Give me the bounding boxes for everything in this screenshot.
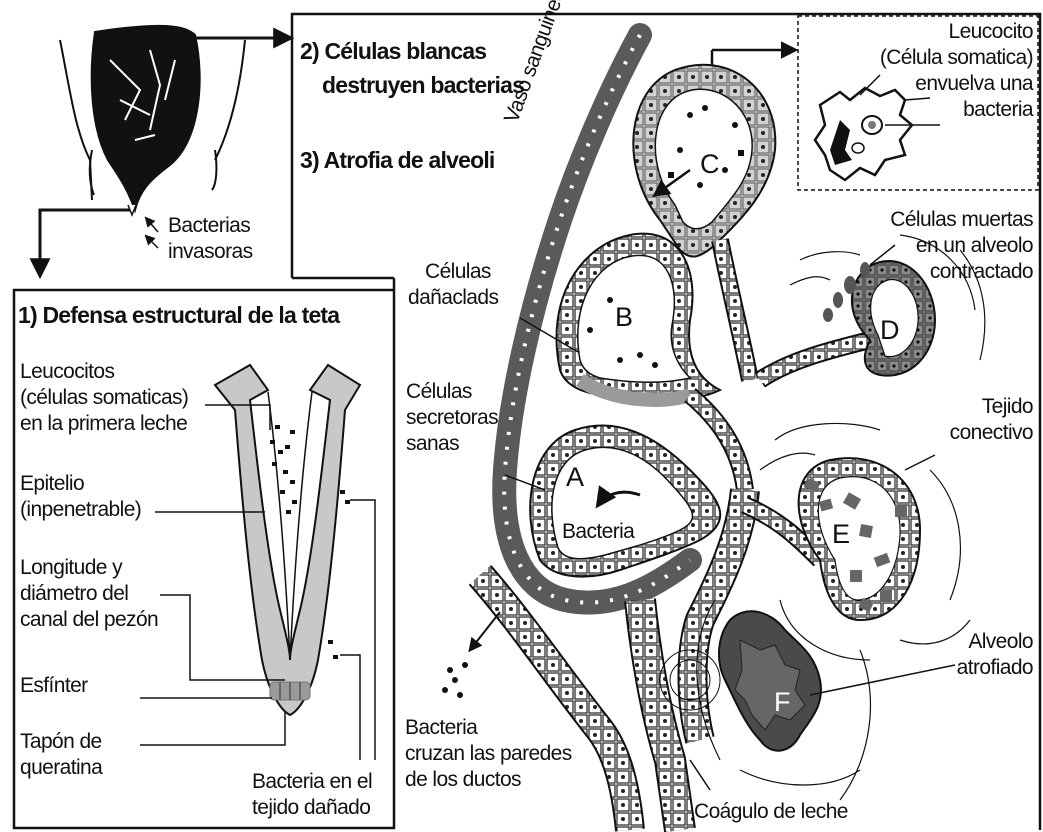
label-bacteria: Bacteria	[562, 520, 634, 544]
label-canal: canal del pezón	[20, 608, 158, 632]
label-celulas-muertas-1: Células muertas	[890, 208, 1033, 232]
heading-white-cells-line1: 2) Células blancas	[300, 38, 486, 64]
label-primera-leche: en la primera leche	[20, 412, 187, 436]
udder-panel1-arrow	[40, 210, 130, 275]
alveolus-label-f: F	[774, 690, 790, 714]
label-atrofiado: atrofiado	[957, 656, 1033, 680]
label-diametro: diámetro del	[20, 582, 128, 606]
label-leucocitos: Leucocitos	[20, 360, 114, 384]
label-bacteria-cruzan-2: cruzan las paredes	[405, 742, 572, 766]
label-queratina: queratina	[20, 756, 102, 780]
label-celulas-secretoras-1: Células	[406, 380, 472, 404]
label-epitelio: Epitelio	[20, 472, 84, 496]
heading-alveoli-atrophy: 3) Atrofia de alveoli	[300, 147, 495, 173]
label-invasoras: invasoras	[168, 240, 252, 264]
label-leucocito: Leucocito	[949, 20, 1034, 44]
heading-structural-defense: 1) Defensa estructural de la teta	[18, 302, 339, 328]
alveolus-label-e: E	[832, 522, 849, 546]
label-bacterias: Bacterias	[168, 214, 250, 238]
label-bacteria-inset: bacteria	[963, 98, 1033, 122]
label-inpenetrable: (inpenetrable)	[20, 498, 141, 522]
label-tapon: Tapón de	[20, 730, 102, 754]
label-tejido-danado: tejido dañado	[252, 796, 370, 820]
label-esfinter: Esfínter	[20, 674, 88, 698]
label-bacteria-cruzan-3: de los ductos	[405, 768, 521, 792]
alveolus-label-a: A	[566, 465, 583, 489]
label-longitude: Longitude y	[20, 556, 122, 580]
alveolus-label-b: B	[615, 305, 632, 329]
label-coagulo: Coágulo de leche	[694, 800, 848, 824]
heading-white-cells-line2: destruyen bacterias	[322, 72, 524, 98]
label-celulas-muertas-2: en un alveolo	[916, 234, 1033, 258]
label-celulas-muertas-3: contractado	[930, 260, 1033, 284]
label-tejido: Tejido	[982, 395, 1033, 419]
label-envuelva: envuelva una	[915, 72, 1033, 96]
label-alveolo: Alveolo	[968, 630, 1033, 654]
label-celulas-secretoras-2: secretoras	[406, 406, 498, 430]
alveolus-label-d: D	[880, 318, 899, 342]
label-bacteria-cruzan-1: Bacteria	[405, 716, 477, 740]
alveolus-b	[556, 234, 720, 400]
label-bacteria-en-el: Bacteria en el	[252, 770, 372, 794]
label-celulas-danadas-1: Células	[425, 260, 491, 284]
label-celulas-danadas-2: dañaclads	[408, 286, 498, 310]
label-celulas-secretoras-3: sanas	[406, 432, 459, 456]
label-celulas-somaticas: (células somaticas)	[20, 386, 188, 410]
teat-drawing	[215, 365, 360, 715]
label-celula-somatica: (Célula somatica)	[880, 46, 1033, 70]
alveolus-label-c: C	[700, 152, 719, 176]
label-conectivo: conectivo	[950, 421, 1033, 445]
